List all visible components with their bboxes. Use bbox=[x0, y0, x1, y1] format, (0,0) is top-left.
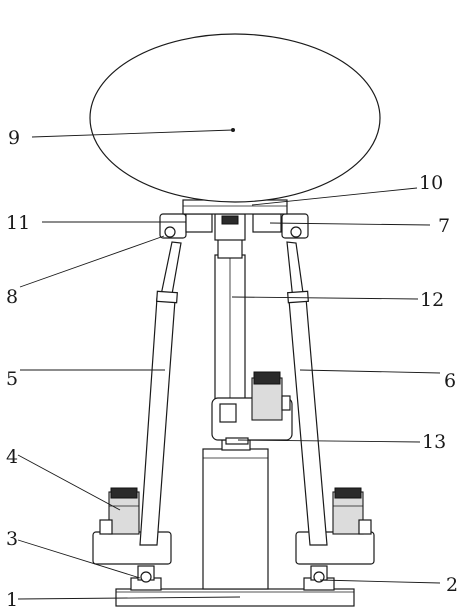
leader-3 bbox=[17, 539, 141, 579]
label-10: 10 bbox=[419, 172, 443, 194]
right-hinge-pin bbox=[313, 571, 325, 583]
label-13: 13 bbox=[422, 431, 446, 453]
label-3: 3 bbox=[6, 528, 18, 550]
label-1: 1 bbox=[6, 589, 18, 611]
left-motor bbox=[108, 491, 140, 535]
label-7: 7 bbox=[438, 215, 450, 237]
label-12: 12 bbox=[420, 289, 444, 311]
center-upper-joint-block bbox=[221, 215, 239, 225]
central-column-base bbox=[202, 448, 269, 590]
left-motor-terminal bbox=[99, 519, 113, 535]
leader-6 bbox=[299, 369, 441, 374]
right-upper-joint-pin bbox=[290, 226, 302, 238]
label-4: 4 bbox=[6, 446, 18, 468]
leader-13 bbox=[237, 439, 421, 443]
label-5: 5 bbox=[6, 368, 18, 390]
left-actuator-cylinder bbox=[139, 297, 176, 546]
right-motor-housing bbox=[295, 531, 375, 565]
left-motor-cap bbox=[110, 487, 138, 499]
leader-9 bbox=[31, 129, 234, 138]
central-actuator-top-clevis bbox=[217, 237, 243, 259]
central-bracket-foot bbox=[225, 437, 249, 445]
dish bbox=[89, 33, 381, 203]
leader-8 bbox=[19, 235, 165, 288]
leader-1 bbox=[17, 596, 241, 600]
central-motor-terminal bbox=[281, 395, 291, 411]
central-motor-cap bbox=[253, 371, 281, 385]
right-actuator-collar bbox=[287, 290, 309, 304]
left-upper-motor bbox=[185, 213, 213, 233]
leader-10 bbox=[251, 187, 418, 206]
leader-2 bbox=[319, 579, 441, 584]
right-motor bbox=[332, 491, 364, 535]
left-hinge-pin bbox=[140, 571, 152, 583]
right-actuator-cylinder bbox=[288, 297, 328, 546]
right-motor-cap bbox=[334, 487, 362, 499]
left-actuator-collar bbox=[156, 290, 178, 304]
leader-4 bbox=[17, 454, 121, 511]
label-9: 9 bbox=[8, 127, 20, 149]
label-6: 6 bbox=[444, 370, 456, 392]
left-motor-housing bbox=[92, 531, 172, 565]
central-motor bbox=[251, 377, 283, 421]
central-bracket-slot bbox=[219, 403, 237, 423]
label-2: 2 bbox=[446, 574, 458, 596]
right-motor-terminal bbox=[358, 519, 372, 535]
left-upper-joint-pin bbox=[164, 226, 176, 238]
label-11: 11 bbox=[6, 212, 30, 234]
leader-12 bbox=[231, 296, 419, 300]
label-8: 8 bbox=[6, 286, 18, 308]
leader-7 bbox=[269, 222, 431, 226]
